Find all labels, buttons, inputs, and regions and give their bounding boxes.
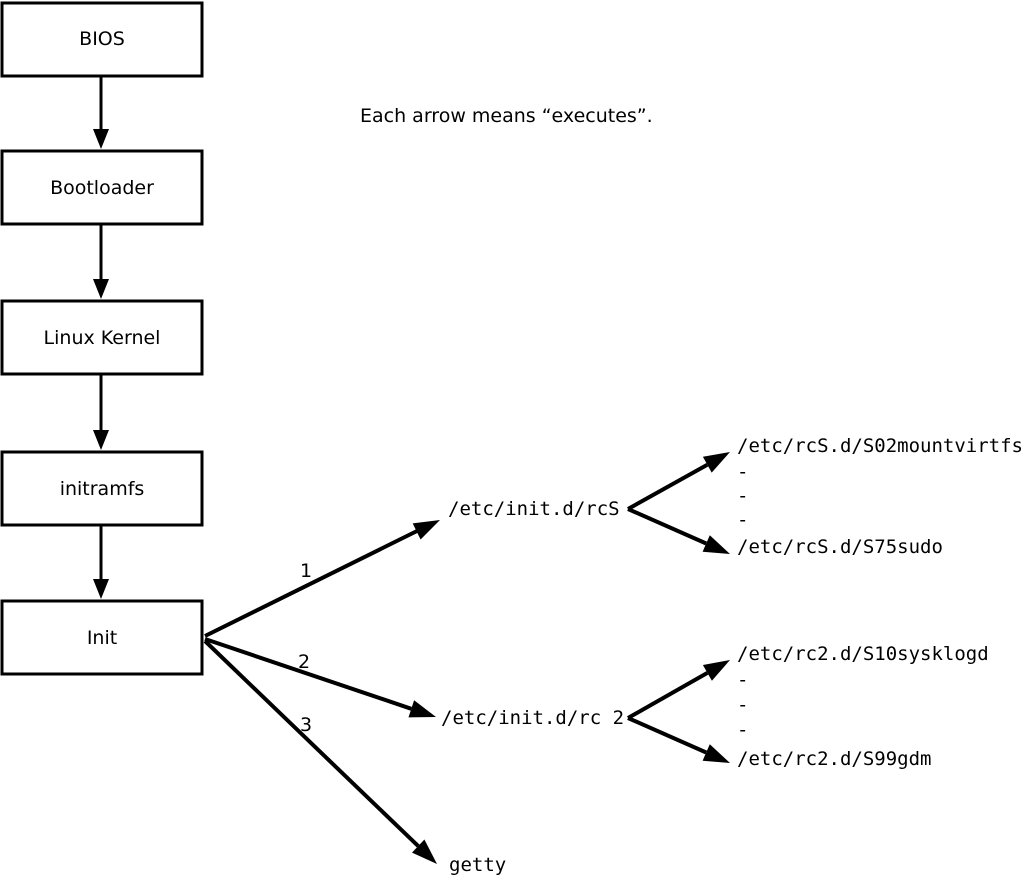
rcs-fork bbox=[627, 452, 730, 554]
init-branch-targets: /etc/init.d/rcS /etc/init.d/rc 2 getty bbox=[441, 498, 624, 875]
arrowhead-bootloader-to-kernel bbox=[93, 279, 109, 299]
arrow-rcs-upper bbox=[627, 462, 709, 511]
arrowhead-rcs-upper bbox=[702, 452, 730, 473]
chain-arrows bbox=[93, 76, 109, 599]
target-getty-label: getty bbox=[449, 854, 506, 875]
rc2-fork bbox=[627, 660, 730, 763]
rc2-child-0: /etc/rc2.d/S10sysklogd bbox=[737, 643, 989, 665]
rcs-child-2: - bbox=[737, 485, 748, 507]
arrowhead-init-to-getty bbox=[412, 839, 437, 864]
rc2-child-2: - bbox=[737, 694, 748, 716]
arrowhead-kernel-to-initramfs bbox=[93, 430, 109, 450]
arrowhead-initramfs-to-init bbox=[93, 579, 109, 599]
branch-number-1: 1 bbox=[300, 560, 312, 582]
initramfs-box-label: initramfs bbox=[60, 478, 145, 500]
arrowhead-init-to-rc2 bbox=[408, 700, 436, 718]
rc2-child-4: /etc/rc2.d/S99gdm bbox=[737, 748, 931, 770]
arrowhead-rc2-lower bbox=[702, 744, 730, 763]
arrowhead-rcs-lower bbox=[702, 535, 730, 554]
arrow-init-to-rc2 bbox=[204, 637, 412, 711]
rcs-child-0: /etc/rcS.d/S02mountvirtfs bbox=[737, 435, 1023, 457]
arrowhead-bios-to-bootloader bbox=[93, 129, 109, 149]
rc2-children-list: /etc/rc2.d/S10sysklogd - - - /etc/rc2.d/… bbox=[737, 643, 989, 770]
bios-box-label: BIOS bbox=[79, 28, 125, 50]
arrow-rc2-upper bbox=[627, 671, 709, 720]
rcs-children-list: /etc/rcS.d/S02mountvirtfs - - - /etc/rcS… bbox=[737, 435, 1023, 558]
linux-kernel-box-label: Linux Kernel bbox=[44, 327, 161, 349]
arrow-init-to-getty bbox=[203, 639, 420, 848]
arrowhead-rc2-upper bbox=[702, 660, 730, 681]
branch-number-2: 2 bbox=[298, 651, 310, 673]
rcs-child-1: - bbox=[737, 461, 748, 483]
init-branch-arrows: 1 2 3 bbox=[203, 520, 440, 864]
target-rcs-label: /etc/init.d/rcS bbox=[448, 498, 620, 520]
rc2-child-3: - bbox=[737, 719, 748, 741]
initramfs-box bbox=[0, 450, 204, 527]
arrowhead-init-to-rcs bbox=[412, 520, 440, 540]
rcs-child-3: - bbox=[737, 509, 748, 531]
arrow-rcs-lower bbox=[627, 507, 708, 546]
branch-number-3: 3 bbox=[300, 714, 312, 736]
arrow-rc2-lower bbox=[627, 716, 708, 755]
rcs-child-4: /etc/rcS.d/S75sudo bbox=[737, 536, 943, 558]
init-box-label: Init bbox=[87, 627, 117, 649]
caption: Each arrow means “executes”. bbox=[360, 105, 653, 127]
init-box bbox=[0, 599, 204, 676]
bootloader-box-label: Bootloader bbox=[50, 177, 154, 199]
rc2-child-1: - bbox=[737, 669, 748, 691]
boot-chain-boxes: BIOS Bootloader Linux Kernel initramfs I… bbox=[0, 1, 204, 676]
bios-box bbox=[0, 1, 204, 78]
linux-kernel-box bbox=[0, 299, 204, 376]
target-rc2-label: /etc/init.d/rc 2 bbox=[441, 707, 624, 729]
arrow-init-to-rcs bbox=[204, 529, 418, 638]
